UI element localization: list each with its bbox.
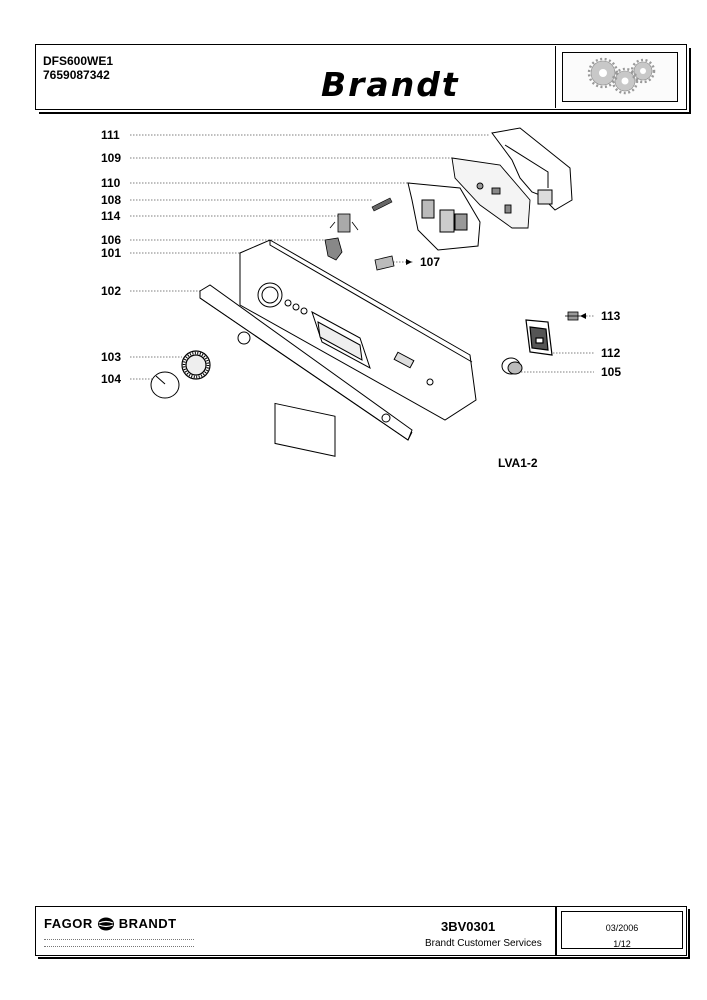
page-header: DFS600WE1 7659087342 Brandt bbox=[35, 44, 691, 114]
callout-101: 101 bbox=[101, 246, 122, 260]
model-number: DFS600WE1 bbox=[43, 54, 114, 68]
callout-103: 103 bbox=[101, 350, 122, 364]
date-box-inner: 03/2006 1/12 bbox=[561, 911, 683, 949]
diagram-reference: LVA1-2 bbox=[498, 456, 538, 470]
company-disc-icon bbox=[97, 917, 114, 930]
brand-logo: Brandt bbox=[321, 65, 460, 104]
document-date: 03/2006 bbox=[605, 923, 639, 933]
callout-111: 111 bbox=[101, 128, 120, 142]
company-tagline-line bbox=[44, 939, 194, 947]
date-box: 03/2006 1/12 bbox=[555, 907, 686, 955]
footer-shadow bbox=[38, 909, 690, 959]
logo-box bbox=[555, 46, 685, 108]
callout-105: 105 bbox=[601, 365, 622, 379]
company-name-brandt: BRANDT bbox=[118, 916, 177, 931]
gears-icon bbox=[562, 52, 678, 102]
callout-104: 104 bbox=[101, 372, 122, 386]
callout-112: 112 bbox=[601, 346, 621, 360]
callout-102: 102 bbox=[101, 284, 122, 298]
service-name: Brandt Customer Services bbox=[425, 938, 542, 949]
document-code: 3BV0301 bbox=[441, 919, 496, 934]
part-number: 7659087342 bbox=[43, 68, 110, 82]
callout-110: 110 bbox=[101, 176, 121, 190]
callout-108: 108 bbox=[101, 193, 122, 207]
page-number: 1/12 bbox=[613, 939, 631, 949]
callout-113: 113 bbox=[601, 309, 621, 323]
company-logo: FAGOR BRANDT bbox=[44, 916, 177, 931]
header-shadow bbox=[39, 48, 691, 114]
callout-106: 106 bbox=[101, 233, 122, 247]
callout-107: 107 bbox=[420, 255, 441, 269]
callout-114: 114 bbox=[101, 209, 121, 223]
callout-109: 109 bbox=[101, 151, 122, 165]
company-name-fagor: FAGOR bbox=[44, 916, 93, 931]
page-footer: FAGOR BRANDT 3BV0301 Brandt Customer Ser… bbox=[35, 906, 690, 959]
